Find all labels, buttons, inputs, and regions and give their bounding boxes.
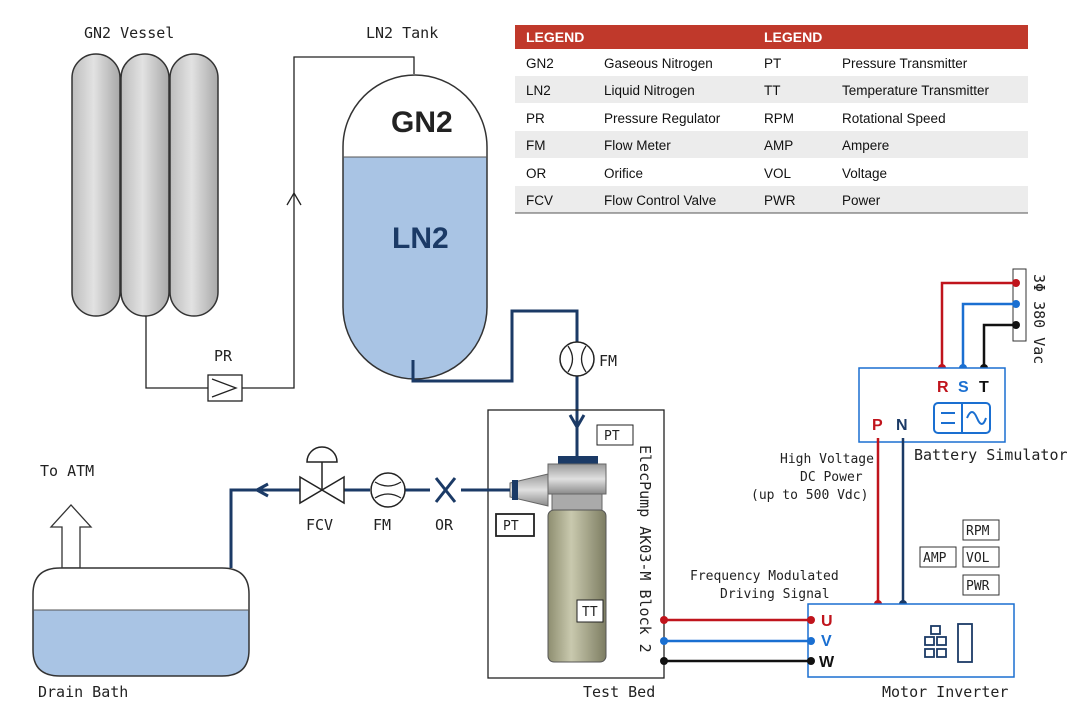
gn2-vessel: [71, 53, 219, 317]
motor-inverter-label: Motor Inverter: [882, 683, 1008, 701]
legend-abbr: TT: [764, 83, 781, 98]
drain-bath: [32, 567, 250, 677]
legend-desc: Power: [842, 193, 881, 208]
legend-abbr: RPM: [764, 111, 794, 126]
drain-bath-label: Drain Bath: [38, 683, 128, 701]
legend-header-left: LEGEND: [526, 29, 584, 45]
or-label: OR: [435, 516, 454, 534]
legend-desc: Pressure Transmitter: [842, 56, 968, 71]
legend-abbr: PT: [764, 56, 781, 71]
legend-header-right: LEGEND: [764, 29, 822, 45]
ln2-tank-label: LN2 Tank: [366, 24, 438, 42]
u-label: U: [821, 613, 833, 630]
legend-abbr: VOL: [764, 166, 792, 181]
elecpump: [509, 456, 607, 663]
pr-label: PR: [214, 347, 233, 365]
legend-abbr: OR: [526, 166, 547, 181]
legend-desc: Orifice: [604, 166, 643, 181]
power-supply-label: 3Φ 380 Vac: [1030, 274, 1048, 364]
legend-abbr: PWR: [764, 193, 796, 208]
pt-top-box: [596, 424, 634, 446]
v-label: V: [821, 633, 832, 650]
vol-box: [962, 546, 1000, 568]
legend-abbr: FM: [526, 138, 546, 153]
n-label: N: [896, 417, 908, 434]
legend-desc: Temperature Transmitter: [842, 83, 990, 98]
pt-left-box: [495, 513, 535, 537]
flow-meter-bottom: [370, 472, 406, 508]
pressure-regulator: [207, 374, 243, 402]
tank-ln2-label: LN2: [392, 222, 449, 255]
tt-label: TT: [582, 605, 598, 620]
p-label: P: [872, 417, 883, 434]
fm-top-label: FM: [599, 352, 617, 370]
legend-table: [515, 25, 1028, 214]
legend-desc: Flow Meter: [604, 138, 671, 153]
legend-desc: Pressure Regulator: [604, 111, 721, 126]
pwr-box: [962, 574, 1000, 596]
legend-desc: Liquid Nitrogen: [604, 83, 695, 98]
to-atm-arrow: [49, 504, 93, 569]
fcv-label: FCV: [306, 516, 333, 534]
pump-name-label: ElecPump AK03-M Block 2: [636, 445, 654, 653]
converter-icon: [933, 402, 991, 434]
pwr-label: PWR: [966, 579, 990, 594]
fm-signal-line2: Driving Signal: [720, 587, 830, 602]
hv-line1: High Voltage: [780, 452, 874, 467]
legend-desc: Flow Control Valve: [604, 193, 716, 208]
ln2-feed-pipe: [411, 309, 586, 462]
legend-desc: Rotational Speed: [842, 111, 946, 126]
gn2-line: [145, 56, 415, 389]
ln2-tank: [342, 74, 488, 380]
three-phase-wires: [664, 618, 811, 663]
s-label: S: [958, 379, 969, 396]
ac-wires: [940, 281, 1016, 368]
legend-abbr: GN2: [526, 56, 554, 71]
legend-abbr: AMP: [764, 138, 793, 153]
pt-left-label: PT: [503, 519, 519, 534]
t-label: T: [979, 379, 989, 396]
flow-control-valve: [299, 446, 345, 505]
w-label: W: [819, 654, 835, 671]
inverter-icon: [924, 623, 973, 663]
to-atm-label: To ATM: [40, 462, 94, 480]
motor-inverter-box: [807, 603, 1015, 678]
dc-wires: [876, 438, 905, 604]
tt-box: [576, 599, 604, 623]
orifice: [434, 477, 457, 503]
fm-signal-line1: Frequency Modulated: [690, 569, 839, 584]
test-bed-frame: [487, 409, 665, 679]
pt-top-label: PT: [604, 429, 620, 444]
legend-rows: GN2 Gaseous Nitrogen PT Pressure Transmi…: [526, 56, 990, 208]
flow-meter-top: [559, 341, 595, 377]
legend-abbr: FCV: [526, 193, 553, 208]
legend-abbr: LN2: [526, 83, 551, 98]
amp-label: AMP: [923, 551, 947, 566]
hv-line2: DC Power: [800, 470, 863, 485]
legend-desc: Voltage: [842, 166, 887, 181]
vol-label: VOL: [966, 551, 990, 566]
legend-abbr: PR: [526, 111, 545, 126]
rpm-box: [962, 519, 1000, 541]
test-bed-label: Test Bed: [583, 683, 655, 701]
battery-simulator-label: Battery Simulator: [914, 446, 1068, 464]
rpm-label: RPM: [966, 524, 990, 539]
hv-line3: (up to 500 Vdc): [751, 488, 868, 503]
legend-desc: Gaseous Nitrogen: [604, 56, 713, 71]
r-label: R: [937, 379, 949, 396]
amp-box: [919, 546, 957, 568]
legend-desc: Ampere: [842, 138, 889, 153]
tank-gn2-label: GN2: [391, 106, 453, 139]
battery-simulator-box: [858, 367, 1006, 443]
fm-bottom-label: FM: [373, 516, 391, 534]
phase-terminals: [660, 616, 815, 665]
discharge-pipe: [229, 482, 510, 568]
gn2-vessel-label: GN2 Vessel: [84, 24, 174, 42]
